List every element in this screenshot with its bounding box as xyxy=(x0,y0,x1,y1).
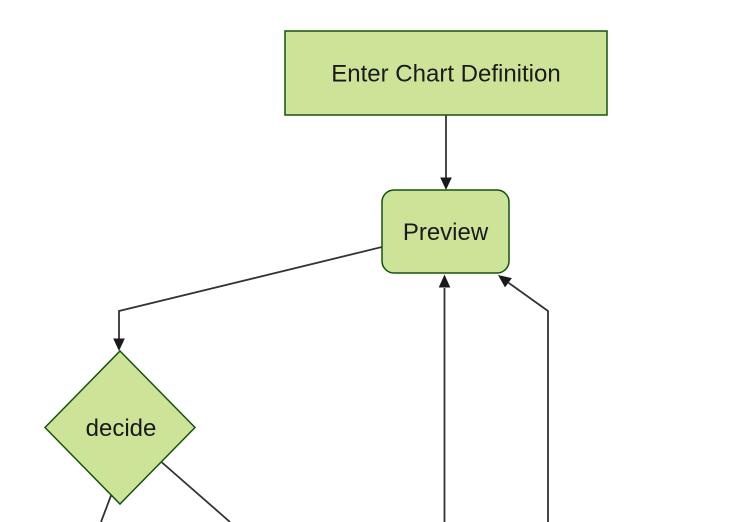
node-preview: Preview xyxy=(381,189,510,274)
node-preview-shape xyxy=(381,189,510,274)
node-decide-shape xyxy=(43,349,197,506)
arrowhead-return-right-to-preview xyxy=(498,275,512,288)
edge-return-right-to-preview xyxy=(507,281,549,522)
nodes-layer: Enter Chart Definition Preview decide xyxy=(43,30,608,506)
node-enter-chart-definition: Enter Chart Definition xyxy=(284,30,608,116)
node-decide-label: decide xyxy=(86,415,157,442)
node-preview-label: Preview xyxy=(403,219,489,246)
edge-decide-to-offscreen-right xyxy=(149,451,231,522)
arrowhead-preview-to-decide xyxy=(113,338,125,351)
node-decide: decide xyxy=(43,349,197,506)
arrowhead-enter-to-preview xyxy=(440,177,452,190)
node-enter-chart-definition-shape xyxy=(284,30,608,116)
edges-layer xyxy=(100,115,549,522)
edge-preview-to-decide xyxy=(118,246,383,339)
node-enter-chart-definition-label: Enter Chart Definition xyxy=(331,61,560,88)
arrowhead-return-vertical-to-preview xyxy=(438,274,451,288)
